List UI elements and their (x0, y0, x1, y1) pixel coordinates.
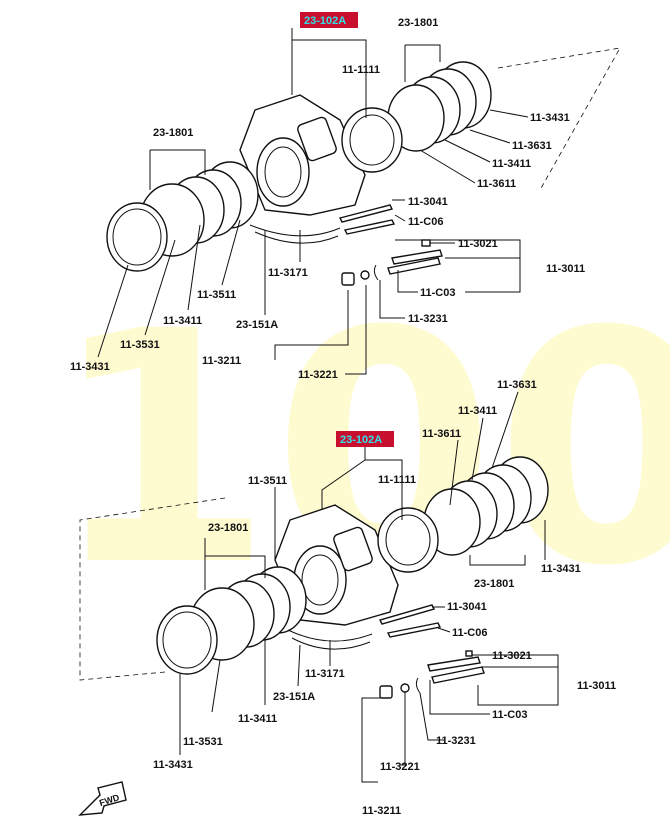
top-left-rings (106, 161, 259, 272)
top-label-11-1111: 11-1111 (342, 64, 380, 76)
top-label-23-1801-a: 23-1801 (398, 17, 438, 29)
bottom-housing-label: 23-102A (340, 434, 382, 446)
bottom-labels: 23-102A 11-3631 11-3411 11-3611 11-3511 … (153, 379, 616, 817)
bottom-label-11-3041: 11-3041 (447, 601, 487, 613)
bottom-label-11-1111: 11-1111 (378, 474, 416, 486)
bottom-leader-lines (179, 391, 559, 783)
top-housing-label: 23-102A (304, 15, 346, 27)
top-label-11-3411-r: 11-3411 (492, 158, 531, 170)
bottom-left-rings (156, 566, 307, 675)
bottom-label-11-3431-r: 11-3431 (541, 563, 581, 575)
bottom-label-11-3411-r: 11-3411 (458, 405, 497, 417)
top-label-11-3231: 11-3231 (408, 313, 448, 325)
bottom-label-11-3221: 11-3221 (380, 761, 420, 773)
bottom-label-23-1801-b: 23-1801 (474, 578, 514, 590)
top-housing-highlight (300, 12, 358, 28)
top-label-11-3611: 11-3611 (477, 178, 516, 190)
bottom-label-11-3231: 11-3231 (436, 735, 476, 747)
top-label-11-3221: 11-3221 (298, 369, 338, 381)
top-label-11-C03: 11-C03 (420, 287, 455, 299)
bottom-label-11-3171: 11-3171 (305, 668, 345, 680)
top-label-11-3631: 11-3631 (512, 140, 552, 152)
top-label-11-3431-l: 11-3431 (70, 361, 110, 373)
top-label-11-3011: 11-3011 (546, 263, 585, 275)
top-leader-lines (97, 28, 529, 375)
top-label-11-3171: 11-3171 (268, 267, 308, 279)
top-label-11-3511: 11-3511 (197, 289, 236, 301)
bottom-assembly: FWD (78, 379, 616, 817)
top-labels: 23-102A 23-1801 11-1111 11-3431 11-3631 … (70, 12, 585, 381)
bottom-label-23-1801-a: 23-1801 (208, 522, 248, 534)
bottom-label-11-C03: 11-C03 (492, 709, 527, 721)
bottom-label-11-C06: 11-C06 (452, 627, 487, 639)
bottom-right-rings (377, 456, 549, 573)
bottom-label-11-3011: 11-3011 (577, 680, 616, 692)
top-label-23-151A: 23-151A (236, 319, 278, 331)
bottom-dashed-guide (79, 497, 226, 681)
bottom-label-11-3211: 11-3211 (362, 805, 401, 817)
top-small-parts (249, 204, 443, 286)
bottom-housing-highlight (336, 431, 394, 447)
top-label-11-3411-l: 11-3411 (163, 315, 202, 327)
top-label-11-3021: 11-3021 (458, 238, 498, 250)
top-housing-drawing (239, 94, 366, 216)
top-label-11-3211: 11-3211 (202, 355, 241, 367)
top-label-11-3531: 11-3531 (120, 339, 160, 351)
fwd-arrow-icon: FWD (78, 781, 127, 816)
top-label-23-1801-b: 23-1801 (153, 127, 193, 139)
top-assembly: 23-102A 23-1801 11-1111 11-3431 11-3631 … (70, 12, 621, 381)
bottom-small-parts (287, 604, 485, 699)
bottom-label-11-3021: 11-3021 (492, 650, 532, 662)
top-label-11-C06: 11-C06 (408, 216, 443, 228)
bottom-label-11-3431-l: 11-3431 (153, 759, 193, 771)
top-right-rings (341, 61, 492, 173)
bottom-label-11-3631: 11-3631 (497, 379, 537, 391)
bottom-label-11-3411-l: 11-3411 (238, 713, 277, 725)
bottom-label-23-151A: 23-151A (273, 691, 315, 703)
top-label-11-3041: 11-3041 (408, 196, 448, 208)
bottom-label-11-3611: 11-3611 (422, 428, 461, 440)
bottom-label-11-3511: 11-3511 (248, 475, 287, 487)
top-label-11-3431-r: 11-3431 (530, 112, 570, 124)
bottom-label-11-3531: 11-3531 (183, 736, 223, 748)
